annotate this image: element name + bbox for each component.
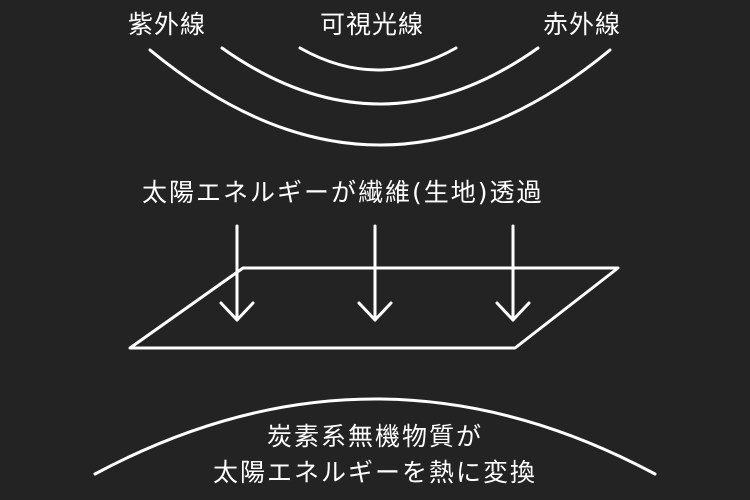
energy-arrow-right (495, 224, 531, 322)
energy-arrow-left (219, 224, 255, 322)
energy-arrow-middle (357, 224, 393, 322)
label-visible-light: 可視光線 (320, 10, 425, 39)
label-infrared: 赤外線 (543, 10, 622, 39)
ultraviolet-wave-arc (148, 48, 612, 147)
infrared-wave-arc (220, 46, 540, 106)
label-conversion-line2: 太陽エネルギーを熱に変換 (212, 458, 537, 487)
label-ultraviolet: 紫外線 (128, 10, 207, 39)
visible-light-wave-arc (298, 46, 458, 72)
fabric-sheet (128, 266, 620, 350)
label-fabric-transmission: 太陽エネルギーが繊維(生地)透過 (142, 178, 544, 207)
label-conversion-line1: 炭素系無機物質が (266, 422, 483, 451)
carbon-material-dome (93, 397, 657, 476)
